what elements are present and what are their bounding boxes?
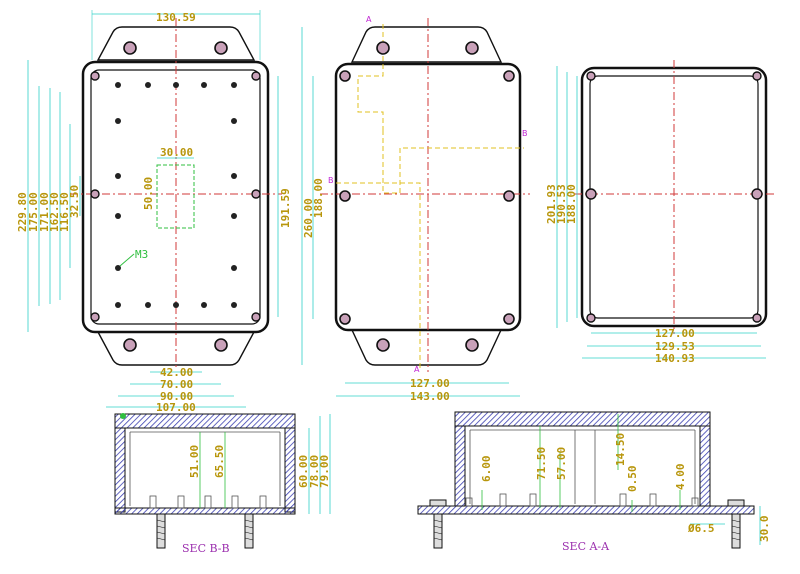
front-bottom-dims: [106, 371, 246, 408]
section-aa-title: SEC A-A: [562, 540, 610, 553]
dim-127-00-back: 127.00: [410, 377, 450, 390]
dim-79-00: 79.00: [318, 455, 331, 488]
dim-129-53: 129.53: [655, 340, 695, 353]
pcb-standoffs: [115, 82, 237, 308]
dim-90-00: 90.00: [160, 390, 193, 403]
section-marker-a-top: A: [366, 15, 372, 24]
dim-127-00-inner: 127.00: [655, 327, 695, 340]
dim-14-50: 14.50: [614, 433, 627, 466]
front-left-dim-labels: 229.80 175.00 171.00 162.50 116.50 32.50: [16, 185, 81, 232]
dim-188-00: 188.00: [312, 178, 325, 218]
dim-190-53: 190.53: [555, 184, 568, 224]
front-left-dims: [27, 60, 81, 332]
dim-65-50: 65.50: [213, 445, 226, 478]
dim-42-00: 42.00: [160, 366, 193, 379]
pcb-height-label: 50.00: [142, 177, 155, 210]
lid-screws: [90, 71, 261, 322]
dim-60-00: 60.00: [297, 455, 310, 488]
front-top-width: 130.59: [156, 11, 196, 24]
section-bb: 51.00 65.50 60.00 78.00 79.00 SEC B-B: [114, 413, 331, 555]
dim-71-50: 71.50: [535, 447, 548, 480]
dim-78-00: 78.00: [308, 455, 321, 488]
pcb-area: [156, 164, 195, 229]
dim-260-00: 260.00: [302, 198, 315, 238]
dim-140-93: 140.93: [655, 352, 695, 365]
dim-51-00: 51.00: [188, 445, 201, 478]
front-right-height: 191.59: [279, 188, 292, 228]
bottom-flange: [96, 331, 256, 366]
dim-201-93: 201.93: [545, 184, 558, 224]
screw-label: M3: [135, 248, 148, 261]
section-aa: 6.00 71.50 57.00 14.50 0.50 4.00 Ø6.5 30…: [417, 411, 771, 553]
dim-143-00: 143.00: [410, 390, 450, 403]
dim-162-50: 162.50: [48, 192, 61, 232]
dim-4-00: 4.00: [674, 464, 687, 491]
section-bb-title: SEC B-B: [182, 542, 230, 555]
dim-116-50: 116.50: [58, 192, 71, 232]
dim-70-00: 70.00: [160, 378, 193, 391]
pcb-width-label: 30.00: [160, 146, 193, 159]
inner-view: 201.93 190.53 188.00 127.00 129.53 140.9…: [545, 60, 775, 365]
dim-171-00: 171.00: [38, 192, 51, 232]
top-flange: [96, 26, 256, 61]
dim-188-00-inner: 188.00: [565, 184, 578, 224]
section-marker-b-left: B: [328, 176, 334, 185]
section-marker-b-right: B: [522, 129, 528, 138]
dim-57-00: 57.00: [555, 447, 568, 480]
dim-6-00: 6.00: [480, 456, 493, 483]
back-view: A A B B 260.00 188.00 127.00 143.00: [301, 15, 530, 403]
dim-175-00: 175.00: [27, 192, 40, 232]
dim-0-50: 0.50: [626, 466, 639, 493]
dim-229-80: 229.80: [16, 192, 29, 232]
front-view: 30.00 50.00 M3 130.59 229.80 175.00 171.…: [16, 10, 292, 414]
dim-hole-diameter: Ø6.5: [687, 522, 715, 535]
dim-107-00: 107.00: [156, 401, 196, 414]
section-marker-a-bottom: A: [414, 365, 420, 374]
dim-30-0: 30.0: [758, 516, 771, 543]
dim-32-50: 32.50: [68, 185, 81, 218]
flange-holes: [123, 41, 228, 352]
